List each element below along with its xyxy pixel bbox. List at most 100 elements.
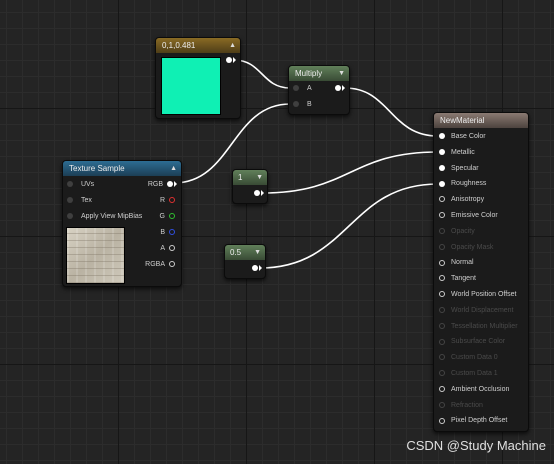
material-input-pin-row[interactable]: World Position Offset	[439, 290, 517, 300]
input-pin-icon[interactable]	[439, 291, 445, 298]
texture-sample-header[interactable]: Texture Sample ▲	[63, 161, 181, 176]
input-pin-icon	[439, 401, 445, 408]
texture-output-b[interactable]: B	[160, 228, 175, 238]
texture-input-tex[interactable]: Tex	[67, 196, 92, 206]
material-input-label: Metallic	[451, 148, 475, 156]
collapse-arrow-icon[interactable]: ▲	[229, 42, 236, 49]
material-input-pin-row: Opacity Mask	[439, 243, 493, 253]
material-input-label: Tangent	[451, 275, 476, 283]
input-pin-icon[interactable]	[439, 275, 445, 282]
input-pin-icon[interactable]	[439, 385, 445, 392]
multiply-input-label: A	[306, 85, 312, 92]
multiply-input-a[interactable]: A	[293, 84, 312, 94]
material-title: NewMaterial	[440, 116, 485, 125]
texture-output-g[interactable]: G	[160, 212, 175, 222]
texture-output-a[interactable]: A	[160, 244, 175, 254]
material-input-pin-row[interactable]: Tangent	[439, 274, 476, 284]
input-pin-icon[interactable]	[439, 164, 445, 171]
material-input-label: Normal	[451, 259, 474, 267]
wire-texture-rgb-to-multiply-b	[173, 103, 291, 184]
wire-const05-to-roughness	[259, 183, 439, 269]
input-pin-icon[interactable]	[439, 417, 445, 424]
pin-arrow-icon	[342, 85, 345, 92]
constant-1-node[interactable]: 1 ▼	[232, 169, 268, 204]
constant-05-output-pin[interactable]	[252, 264, 262, 274]
constant3-header[interactable]: 0,1,0.481 ▲	[156, 38, 240, 53]
output-pin-icon[interactable]	[167, 181, 173, 188]
texture-output-r[interactable]: R	[160, 196, 175, 206]
input-pin-icon[interactable]	[439, 212, 445, 219]
output-pin-icon[interactable]	[252, 265, 258, 272]
material-input-label: Opacity	[451, 227, 475, 235]
texture-output-rgb[interactable]: RGB	[148, 180, 177, 190]
material-input-label: Opacity Mask	[451, 243, 494, 251]
multiply-input-b[interactable]: B	[293, 100, 312, 110]
texture-input-mipbias[interactable]: Apply View MipBias	[67, 212, 142, 222]
green-pin-icon[interactable]	[169, 213, 175, 220]
input-pin-icon[interactable]	[293, 85, 299, 92]
output-pin-icon[interactable]	[226, 57, 232, 64]
material-input-pin-row[interactable]: Emissive Color	[439, 211, 498, 221]
material-input-pin-row: Custom Data 0	[439, 353, 498, 363]
input-pin-icon[interactable]	[67, 197, 73, 204]
constant-1-header[interactable]: 1 ▼	[233, 170, 267, 185]
color-swatch	[161, 57, 221, 115]
material-input-pin-row[interactable]: Roughness	[439, 179, 486, 189]
input-pin-icon[interactable]	[439, 148, 445, 155]
constant-1-output-pin[interactable]	[254, 189, 264, 199]
material-input-pin-row: Subsurface Color	[439, 337, 505, 347]
material-input-pin-row[interactable]: Metallic	[439, 148, 475, 158]
collapse-arrow-icon[interactable]: ▼	[256, 174, 263, 181]
input-pin-icon	[439, 354, 445, 361]
material-result-header[interactable]: NewMaterial	[434, 113, 528, 128]
blue-pin-icon[interactable]	[169, 229, 175, 236]
material-input-pin-row[interactable]: Specular	[439, 164, 479, 174]
texture-output-label: A	[160, 245, 165, 252]
texture-sample-node[interactable]: Texture Sample ▲ UVs Tex Apply View MipB…	[62, 160, 182, 287]
multiply-node[interactable]: Multiply ▼ A B	[288, 65, 350, 115]
constant3-title: 0,1,0.481	[162, 41, 196, 50]
collapse-arrow-icon[interactable]: ▼	[254, 249, 261, 256]
material-input-label: Refraction	[451, 401, 483, 409]
input-pin-icon[interactable]	[67, 213, 73, 220]
multiply-title: Multiply	[295, 69, 323, 78]
rgba-pin-icon[interactable]	[169, 261, 175, 268]
alpha-pin-icon[interactable]	[169, 245, 175, 252]
constant3-node[interactable]: 0,1,0.481 ▲	[155, 37, 241, 119]
constant3-output-pin[interactable]	[226, 56, 236, 66]
texture-input-label: Tex	[80, 197, 92, 204]
material-input-pin-row[interactable]: Anisotropy	[439, 195, 484, 205]
material-input-pin-row[interactable]: Normal	[439, 258, 474, 268]
texture-output-label: RGBA	[145, 261, 165, 268]
input-pin-icon[interactable]	[439, 259, 445, 266]
material-input-pin-row[interactable]: Ambient Occlusion	[439, 385, 509, 395]
pin-arrow-icon	[174, 181, 177, 188]
constant-05-header[interactable]: 0.5 ▼	[225, 245, 265, 260]
red-pin-icon[interactable]	[169, 197, 175, 204]
collapse-arrow-icon[interactable]: ▲	[170, 165, 177, 172]
constant-05-node[interactable]: 0.5 ▼	[224, 244, 266, 279]
multiply-output-pin[interactable]	[335, 84, 345, 94]
collapse-arrow-icon[interactable]: ▼	[338, 70, 345, 77]
input-pin-icon[interactable]	[439, 133, 445, 140]
input-pin-icon[interactable]	[439, 196, 445, 203]
output-pin-icon[interactable]	[335, 85, 341, 92]
material-input-pin-row[interactable]: Pixel Depth Offset	[439, 416, 507, 426]
material-input-pin-row[interactable]: Base Color	[439, 132, 486, 142]
material-input-label: Roughness	[451, 180, 487, 188]
output-pin-icon[interactable]	[254, 190, 260, 197]
texture-output-rgba[interactable]: RGBA	[145, 260, 175, 270]
texture-input-uvs[interactable]: UVs	[67, 180, 94, 190]
input-pin-icon[interactable]	[293, 101, 299, 108]
wire-const1-to-metallic	[261, 151, 439, 194]
input-pin-icon[interactable]	[67, 181, 73, 188]
input-pin-icon	[439, 370, 445, 377]
material-input-label: Tessellation Multiplier	[451, 322, 518, 330]
multiply-header[interactable]: Multiply ▼	[289, 66, 349, 81]
input-pin-icon[interactable]	[439, 180, 445, 187]
pin-arrow-icon	[261, 190, 264, 197]
input-pin-icon	[439, 338, 445, 345]
material-input-pin-row: Tessellation Multiplier	[439, 322, 518, 332]
texture-output-label: R	[159, 197, 165, 204]
